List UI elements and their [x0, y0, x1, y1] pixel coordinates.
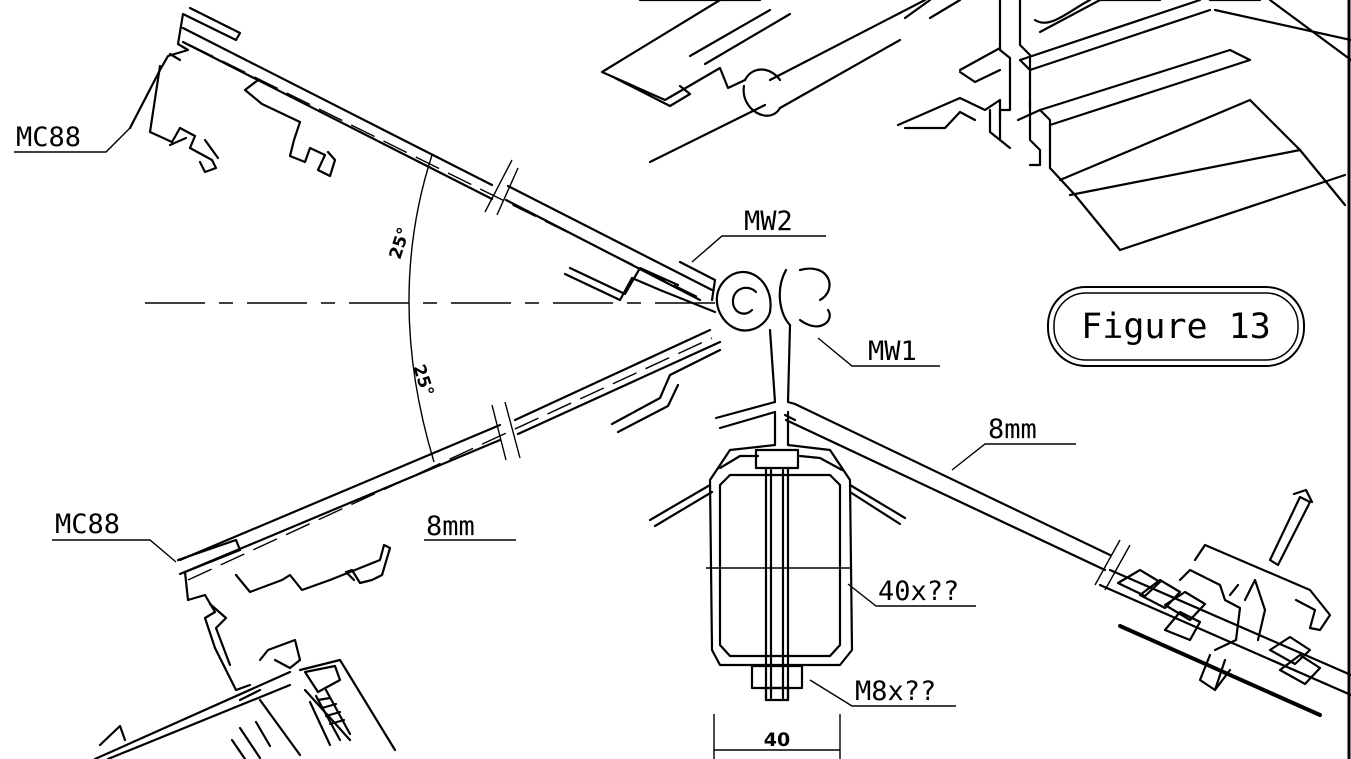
m8-bolt [706, 448, 850, 702]
label-8mm-left: 8mm [424, 511, 516, 542]
label-mw2-text: MW2 [744, 206, 793, 237]
lower-glazing-sheet [178, 328, 722, 581]
right-multiwall-fixing-detail [1098, 488, 1351, 717]
label-tube-text: 40x?? [878, 576, 959, 607]
upper-glazing-sheet [181, 26, 714, 302]
bottom-left-fixing-detail [93, 638, 397, 759]
mw2-clip [563, 260, 722, 434]
label-8mm-right-text: 8mm [988, 414, 1037, 445]
figure-title-text: Figure 13 [1081, 307, 1271, 347]
label-mc88-top-text: MC88 [16, 122, 81, 153]
label-tube: 40x?? [847, 576, 976, 607]
mw1-hub [714, 267, 831, 447]
label-mc88-top: MC88 [14, 122, 131, 153]
label-mw2: MW2 [691, 206, 826, 263]
label-mw1: MW1 [817, 336, 940, 367]
label-bolt: M8x?? [809, 676, 956, 707]
figure-title-badge: Figure 13 [1047, 286, 1305, 367]
label-mw1-text: MW1 [868, 336, 917, 367]
dimension-40-label: 40 [764, 729, 790, 751]
label-8mm-right: 8mm [951, 414, 1076, 471]
label-8mm-left-text: 8mm [426, 511, 475, 542]
label-mc88-bottom: MC88 [52, 509, 177, 563]
label-mc88-bottom-text: MC88 [55, 509, 120, 540]
dimension-40: 40 [713, 714, 841, 759]
angle-label-lower: 25° [408, 362, 437, 399]
right-glazing-sheet [784, 402, 1131, 591]
support-tube [648, 443, 907, 667]
label-bolt-text: M8x?? [855, 676, 936, 707]
isometric-profile-view [600, 0, 1351, 252]
mc88-upper-profile [128, 6, 337, 178]
mc88-lower-profile [176, 538, 392, 692]
angle-arc [408, 154, 435, 463]
